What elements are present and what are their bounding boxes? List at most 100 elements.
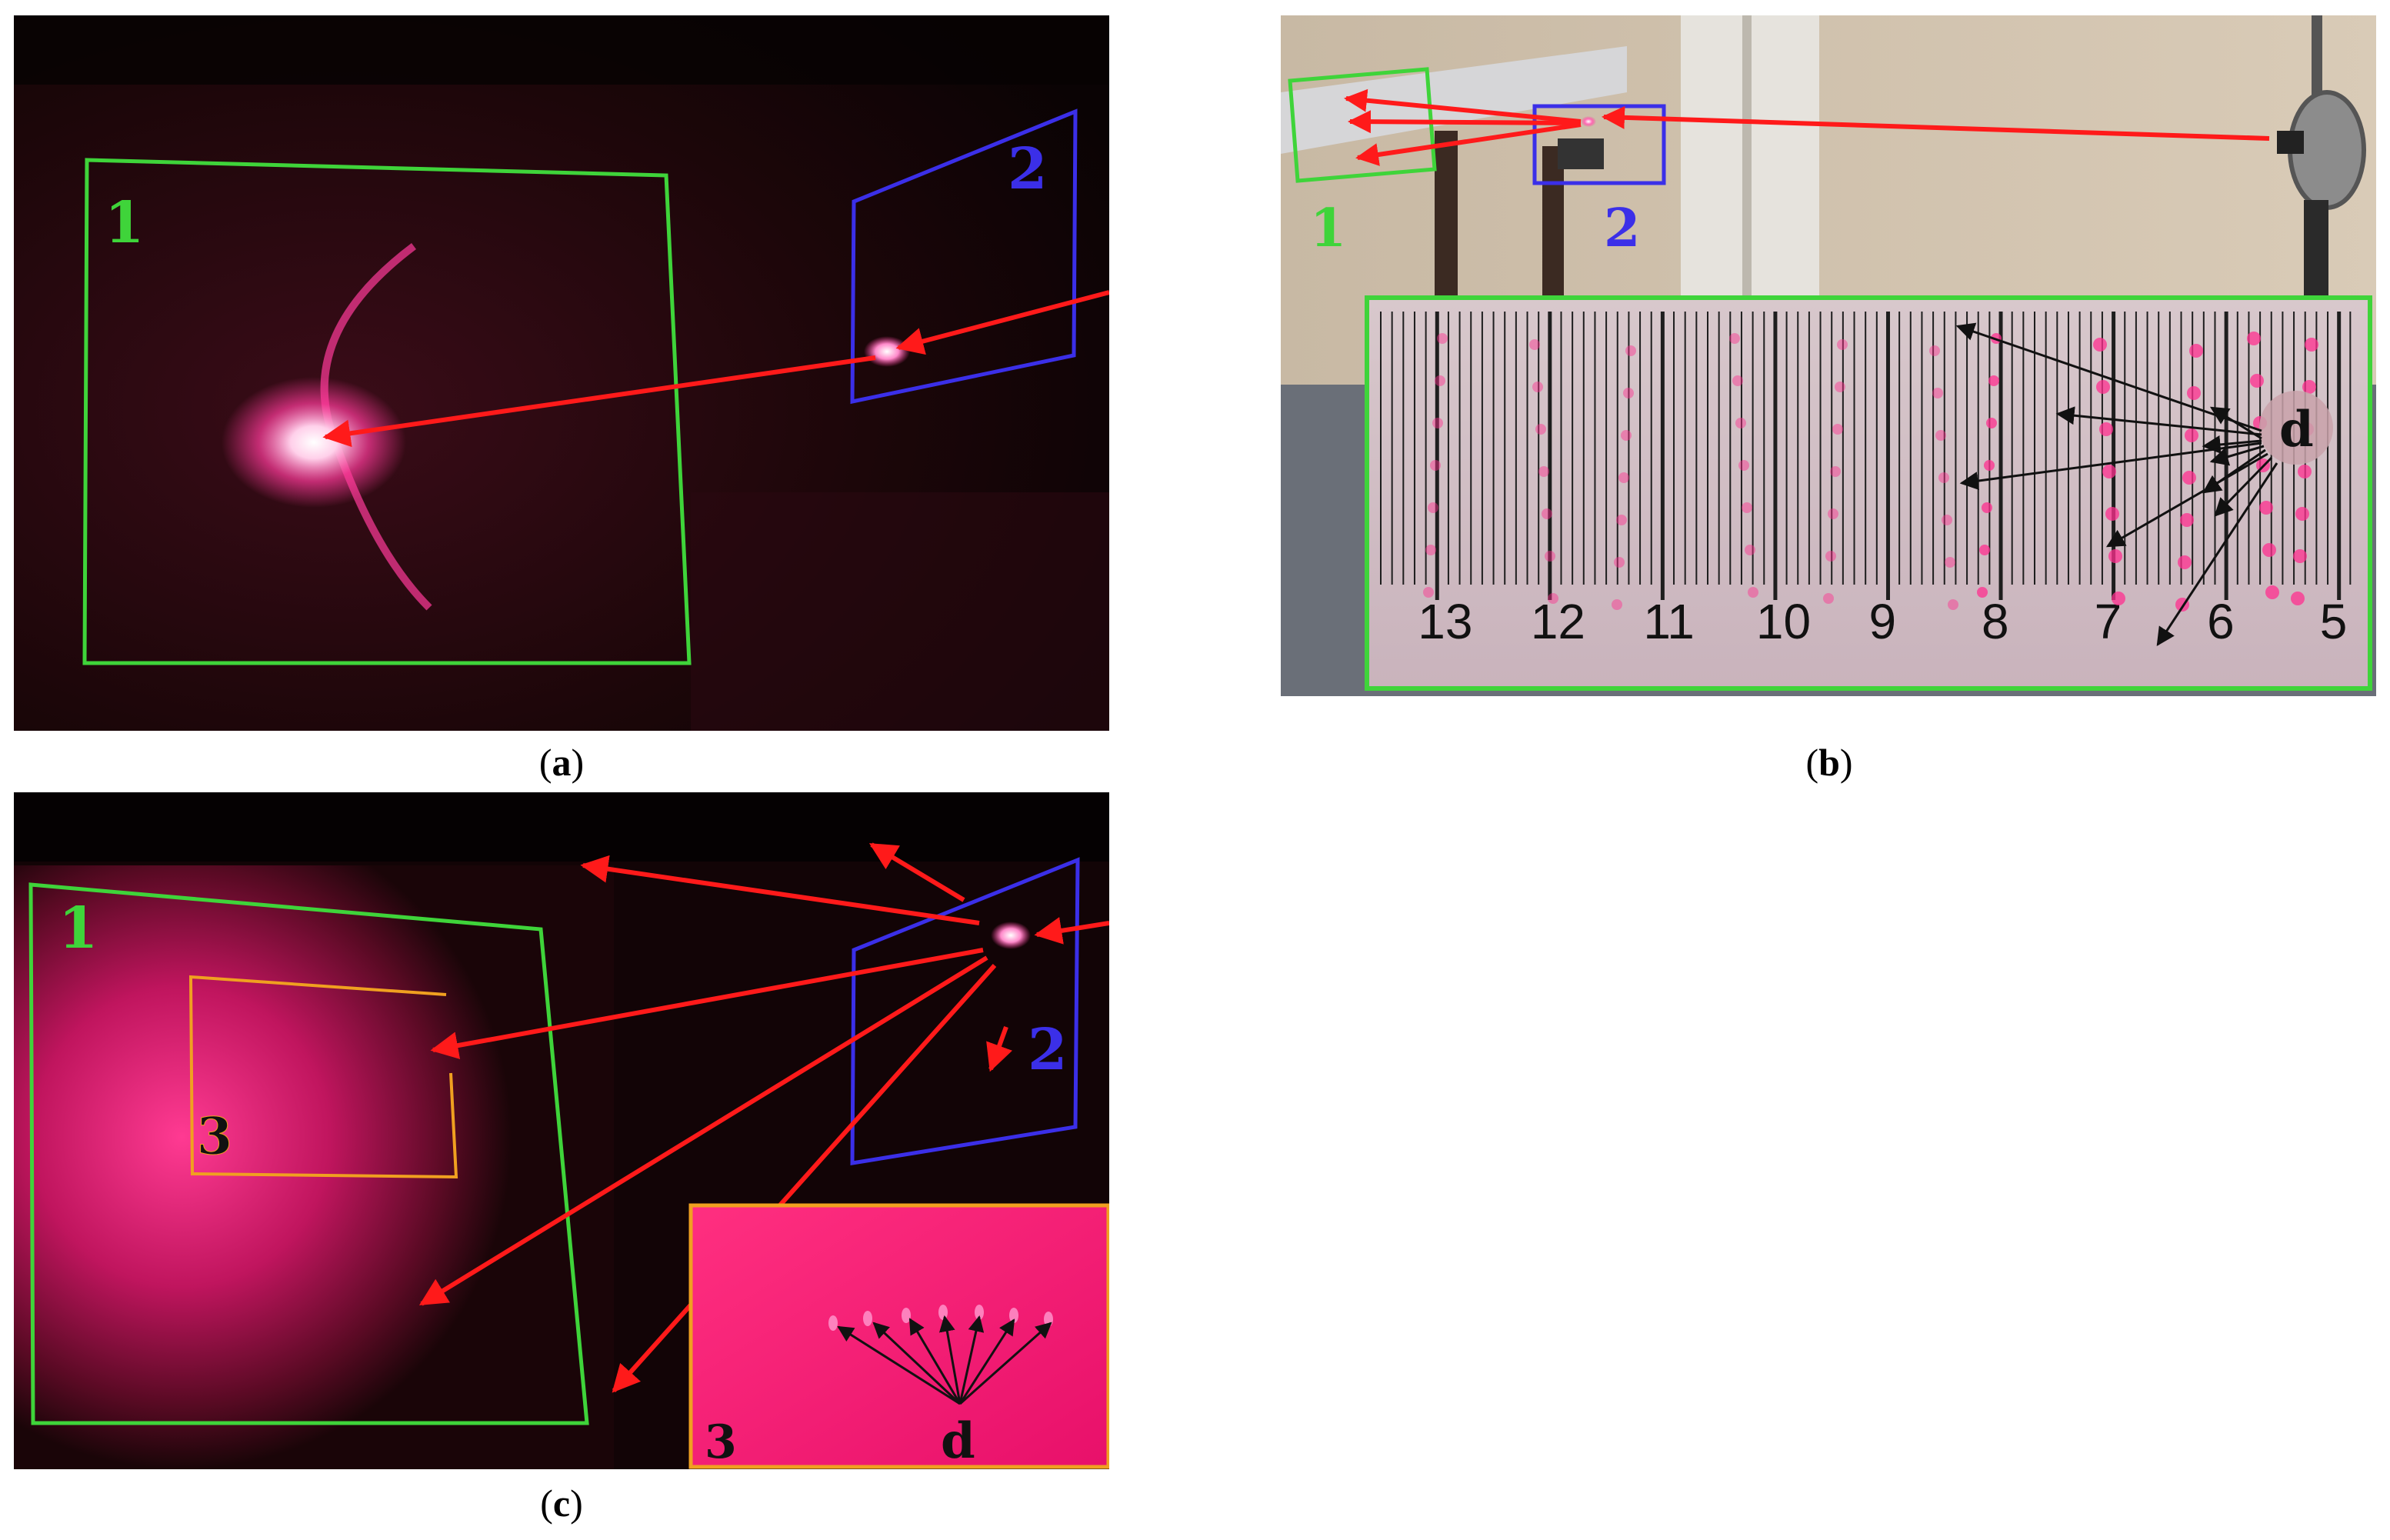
frame-screen-1 [1288, 67, 1437, 183]
diffraction-spot [1616, 515, 1627, 525]
diffraction-spot [1738, 460, 1749, 471]
label-sample-2: 2 [1008, 136, 1048, 202]
ruler-number: 8 [1982, 594, 2009, 649]
incident-beam-arrow [895, 290, 1109, 355]
sample-holder [1558, 138, 1604, 169]
incident-beam-arrow [1034, 917, 1109, 945]
diffraction-spot [1823, 593, 1834, 604]
frame-screen-1 [28, 882, 589, 1425]
ruler-number: 6 [2207, 594, 2235, 649]
diffraction-spot [1938, 472, 1949, 483]
diffracted-arrow-1 [1344, 88, 1582, 124]
inset-diffraction-spot [938, 1305, 948, 1320]
diffraction-spot [2247, 332, 2261, 345]
inset-diffraction-spot [828, 1315, 838, 1331]
frame-inset-3 [688, 1203, 1109, 1469]
diffraction-spot [1623, 388, 1634, 398]
panel-a-svg: 1 2 [14, 15, 1109, 731]
diffraction-spot [1948, 599, 1958, 610]
diffraction-spot [1612, 599, 1622, 610]
diffraction-spot [2180, 513, 2194, 527]
panel-a-table [691, 492, 1109, 731]
scatter-arrow-3 [430, 948, 984, 1059]
diffraction-spot [1435, 375, 1445, 386]
d-arrow-4 [2202, 435, 2262, 454]
diffraction-spot [1977, 587, 1988, 598]
reflected-beam-arrow [322, 355, 876, 448]
d-arrow-2 [872, 1322, 962, 1405]
diffraction-spot [1832, 424, 1843, 435]
diffraction-spot [1942, 515, 1952, 525]
laser-head [2277, 131, 2304, 154]
d-arrow-4 [938, 1315, 962, 1405]
diffraction-spot [1621, 430, 1632, 441]
label-spots-d: d [2279, 401, 2314, 458]
panel-c-screen-glow [14, 865, 614, 1469]
inset-label-region-3: 3 [705, 1415, 737, 1469]
sample-laser-spot [864, 336, 910, 367]
scatter-arrow-4 [418, 955, 988, 1306]
ruler-number: 5 [2320, 594, 2348, 649]
d-arrow-6 [958, 1318, 1015, 1405]
diffraction-spot [1979, 545, 1990, 555]
caption-c: (c) [540, 1482, 583, 1525]
diffraction-spot [1735, 418, 1746, 428]
diffraction-spots [1423, 332, 2318, 612]
diffraction-spot [1835, 382, 1845, 392]
caption-a: (a) [538, 741, 585, 784]
frame-screen-1 [82, 158, 692, 665]
door-gap [1742, 15, 1752, 315]
diffraction-spot [1538, 466, 1549, 477]
inset-diffraction-spot [863, 1311, 872, 1326]
diffraction-spot [1825, 551, 1836, 562]
caption-b-letter: b [1818, 741, 1840, 784]
inset-label-spots-d: d [941, 1412, 975, 1469]
scatter-arrow-5 [612, 963, 997, 1393]
diffraction-spot [1945, 557, 1955, 568]
diffraction-spot [1532, 382, 1543, 392]
frame-region-3 [188, 975, 458, 1179]
diffraction-spot [2189, 344, 2203, 358]
label-screen-1: 1 [105, 190, 145, 256]
diffraction-spot [2298, 465, 2312, 478]
diffraction-spot [1542, 508, 1552, 519]
d-arrow-8 [2105, 452, 2268, 548]
panel-a-top-shadow [14, 15, 1109, 85]
diffraction-spot [1830, 466, 1841, 477]
scatter-arrow-1 [580, 855, 980, 925]
diffraction-spot [1748, 587, 1758, 598]
diffraction-spot [1545, 551, 1555, 562]
d-arrow-2 [2055, 406, 2262, 436]
diffraction-spot [2259, 501, 2273, 515]
diffraction-spot [1742, 502, 1752, 513]
diffraction-spot [1982, 502, 1992, 513]
incident-beam-arrow [1602, 105, 2270, 141]
diffraction-spot [2302, 380, 2316, 394]
diffraction-spot [1745, 545, 1755, 555]
diffraction-spot [2187, 386, 2201, 400]
label-sample-2: 2 [1028, 1017, 1068, 1083]
inset-background [691, 1205, 1108, 1467]
diffraction-spot [1428, 502, 1438, 513]
diffraction-spot [2105, 507, 2119, 521]
diffraction-spot [1828, 508, 1838, 519]
diffraction-spot [2265, 585, 2279, 599]
ruler-number: 9 [1868, 594, 1896, 649]
label-d-badge [2259, 391, 2333, 465]
diffraction-spot [1625, 345, 1636, 356]
region-3-inset: d 3 [688, 1203, 1109, 1469]
diffraction-spot [1437, 333, 1448, 344]
diffraction-spot [2112, 592, 2125, 605]
d-arrow-10 [2156, 462, 2278, 647]
d-arrow-6 [2209, 445, 2265, 466]
diffraction-spot [2305, 338, 2318, 352]
ruler-number: 12 [1531, 594, 1585, 649]
diffraction-spot [2185, 428, 2198, 442]
d-arrow-3 [908, 1318, 962, 1405]
ruler-number: 10 [1756, 594, 1811, 649]
d-arrow-3 [2209, 406, 2262, 440]
panel-c-svg: 1 2 3 d 3 [14, 792, 1109, 1469]
